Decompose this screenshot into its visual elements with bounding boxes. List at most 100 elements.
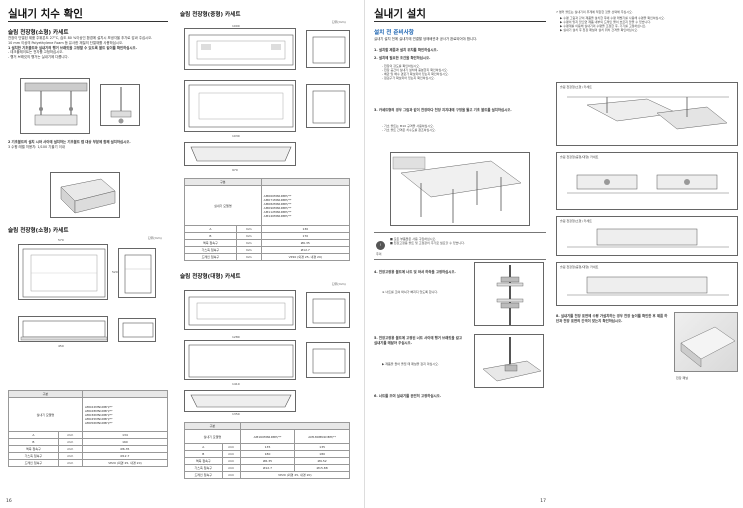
column-3: 실내기 설치 설치 전 준비사항 실내기 설치 전에 실내기에 연결할 냉매배관… [370,0,550,508]
title-rule [374,21,546,22]
figure-label-panel: 천장 패널 [676,376,688,380]
side-view-drawing [118,248,156,298]
dimension-label: 970 [232,168,238,172]
table-row-label: 실내기 모델명 [8,397,83,432]
dimension-label: 570 [58,238,64,242]
model-cell: AM180MN1DBH/** [294,429,350,444]
dimension-label: 1410 [232,382,240,386]
column-1: 실내기 치수 확인 슬림 천장형(소형) 카세트 천장이 단열된 제품 주위온도… [0,0,172,508]
caution-text: ■ 모든 부품들은 사용 구입하십시오. ■ 천장고정용 볼트 및 고정장치 추… [390,237,465,245]
intro-text: 실내기 설치 전에 실내기에 연결할 냉매배관과 공사가 완료되어야 합니다. [374,37,478,41]
top-view-drawing [18,244,108,300]
dimension-label: 1030 [232,134,240,138]
step-7-bullets: ▶ 수평 그림과 같이 제품을 설치한 후에 수평 레벨기를 사용해 수평을 확… [560,16,665,32]
spec-table-medium: 구분 실내기 모델명 AM060MN1DBH/** AM071MN1DBH/**… [184,178,351,261]
unit-label: 단위(mm) [332,20,346,24]
column-2: 슬림 천장형(중형) 카세트 단위(mm) 1000 1030 970 구분 실… [176,0,362,508]
section-heading-medium-cassette: 슬림 천장형(중형) 카세트 [180,12,241,18]
page-number: 16 [6,499,12,504]
table-header: 구분 [184,422,241,430]
medium-side-view-2 [306,84,350,128]
medium-bottom-view [184,80,296,132]
table-header-blank [81,390,169,398]
step-4: 4. 천장고정용 볼트에 너트 및 와셔 하측을 고정하십시오. [374,270,456,274]
step-1: 1. 설치할 제품과 설치 위치를 확인하십시오. [374,48,438,52]
step-3-detail: - 기초 볼트는 M10 규격을 사용하십시오. - 기초 볼트 간격은 치수도… [382,124,436,132]
dimension-label: 1000 [232,24,240,28]
level-check-diagram [50,172,120,218]
large-top-view [184,290,296,330]
instruction-text: 천장이 단열된 제품 주위온도 27°C, 습도 80 %이상인 환경에 설치시… [8,36,153,60]
step-4-detail: ※ 너트를 조여 와셔가 빠지지 않도록 합니다. [382,290,439,294]
dimension-label: 1350 [232,412,240,416]
front-view-drawing [18,316,108,342]
level-figure-small: 슬림 천장형(소형) 카세트 [556,82,738,146]
model-list: AM060MN1DBH/** AM071MN1DBH/** AM082MN1DB… [260,185,351,226]
step-8: 8. 실내기를 천장 표면에 수평 가설치하는 경우 천장 높이를 확인한 후 … [556,314,668,323]
level-figure-medium: 슬림 천장형(중형/대형) 카세트 [556,152,738,210]
medium-top-view [184,28,296,70]
hanger-detail-diagram [100,84,140,126]
level-figure-medium-2: 슬림 천장형(중형/대형) 카세트 [556,262,738,306]
medium-side-view [306,30,350,68]
section-heading-small-cassette-2: 슬림 천장형(소형) 카세트 [8,228,69,234]
hanger-bracket-diagram [474,334,544,388]
step-2: 2. 설치에 필요한 조건을 확인하십시오. [374,56,431,60]
dimension-label: 450 [58,344,64,348]
step-5: 5. 천장고정용 볼트에 고정된 너트 사이에 행거 브래킷을 걸고 실내기를 … [374,336,462,345]
table-row-label: 실내기 모델명 [184,429,241,444]
large-side-view [306,292,350,328]
model-list: AM022MN1DBH/** AM028MN1DBH/** AM036MN1DB… [81,397,169,432]
page-number: 17 [540,499,546,504]
caution-label: 주의 [376,252,382,256]
caution-box: ! 주의 ■ 모든 부품들은 사용 구입하십시오. ■ 천장고정용 볼트 및 고… [374,232,546,260]
ceiling-bolt-diagram [390,152,530,226]
figure-caption: 슬림 천장형(중형/대형) 카세트 [560,265,599,269]
large-front-view [184,390,296,412]
step-2-detail: - 천장의 강도를 확인하십시오. - 천장 공간이 실내기 설치에 충분한지 … [382,64,449,80]
table-row-label: 실내기 모델명 [184,185,262,226]
title-rule [8,21,168,22]
bottom-side-drawing [118,318,156,342]
step-6: 6. 너트를 조여 실내기를 완전히 고정하십시오. [374,394,441,398]
figure-caption: 슬림 천장형(소형) 카세트 [560,219,592,223]
step-5-detail: ▶ 제품을 들어 올릴 때 패널을 잡지 마십시오. [382,362,439,366]
model-cell: AM160MN1DBH/** [239,429,296,444]
level-figure-small-2: 슬림 천장형(소형) 카세트 [556,216,738,256]
unit-label: 단위(mm) [332,282,346,286]
dimension-label: 1280 [232,335,240,339]
table-header: 구분 [184,178,262,186]
spec-table-small: 구분 실내기 모델명 AM022MN1DBH/** AM028MN1DBH/**… [8,390,169,467]
instruction-text-2: 2 기초볼트의 설치 시와 사이에 설치하는 기초볼트 캡 대상 부분에 함께 … [8,140,131,149]
unit-label: 단위(mm) [148,236,162,240]
medium-front-view [184,142,296,166]
figure-caption: 슬림 천장형(소형) 카세트 [560,85,592,89]
column-4: 7 앵커 볼트는 실내기의 무게에 적합한 것을 선택해 주십시오. ▶ 수평 … [552,0,743,508]
caution-icon: ! [376,241,385,250]
step-7-text: 7 앵커 볼트는 실내기의 무게에 적합한 것을 선택해 주십시오. [556,10,633,14]
spec-table-large: 구분 실내기 모델명 AM160MN1DBH/** AM180MN1DBH/**… [184,422,351,479]
figure-caption: 슬림 천장형(중형/대형) 카세트 [560,155,599,159]
nut-washer-diagram [474,262,544,326]
table-header: 구분 [8,390,83,398]
page-divider [364,0,365,508]
section-heading-preparation: 설치 전 준비사항 [374,30,414,36]
page-title-installation: 실내기 설치 [374,8,426,20]
anchor-bolt-diagram [20,78,90,134]
step-3: 3. 카세트형의 경우 그림과 같이 천장마다 천장 지지대에 구멍을 뚫고 기… [374,108,512,112]
large-side-view-2 [306,342,350,378]
